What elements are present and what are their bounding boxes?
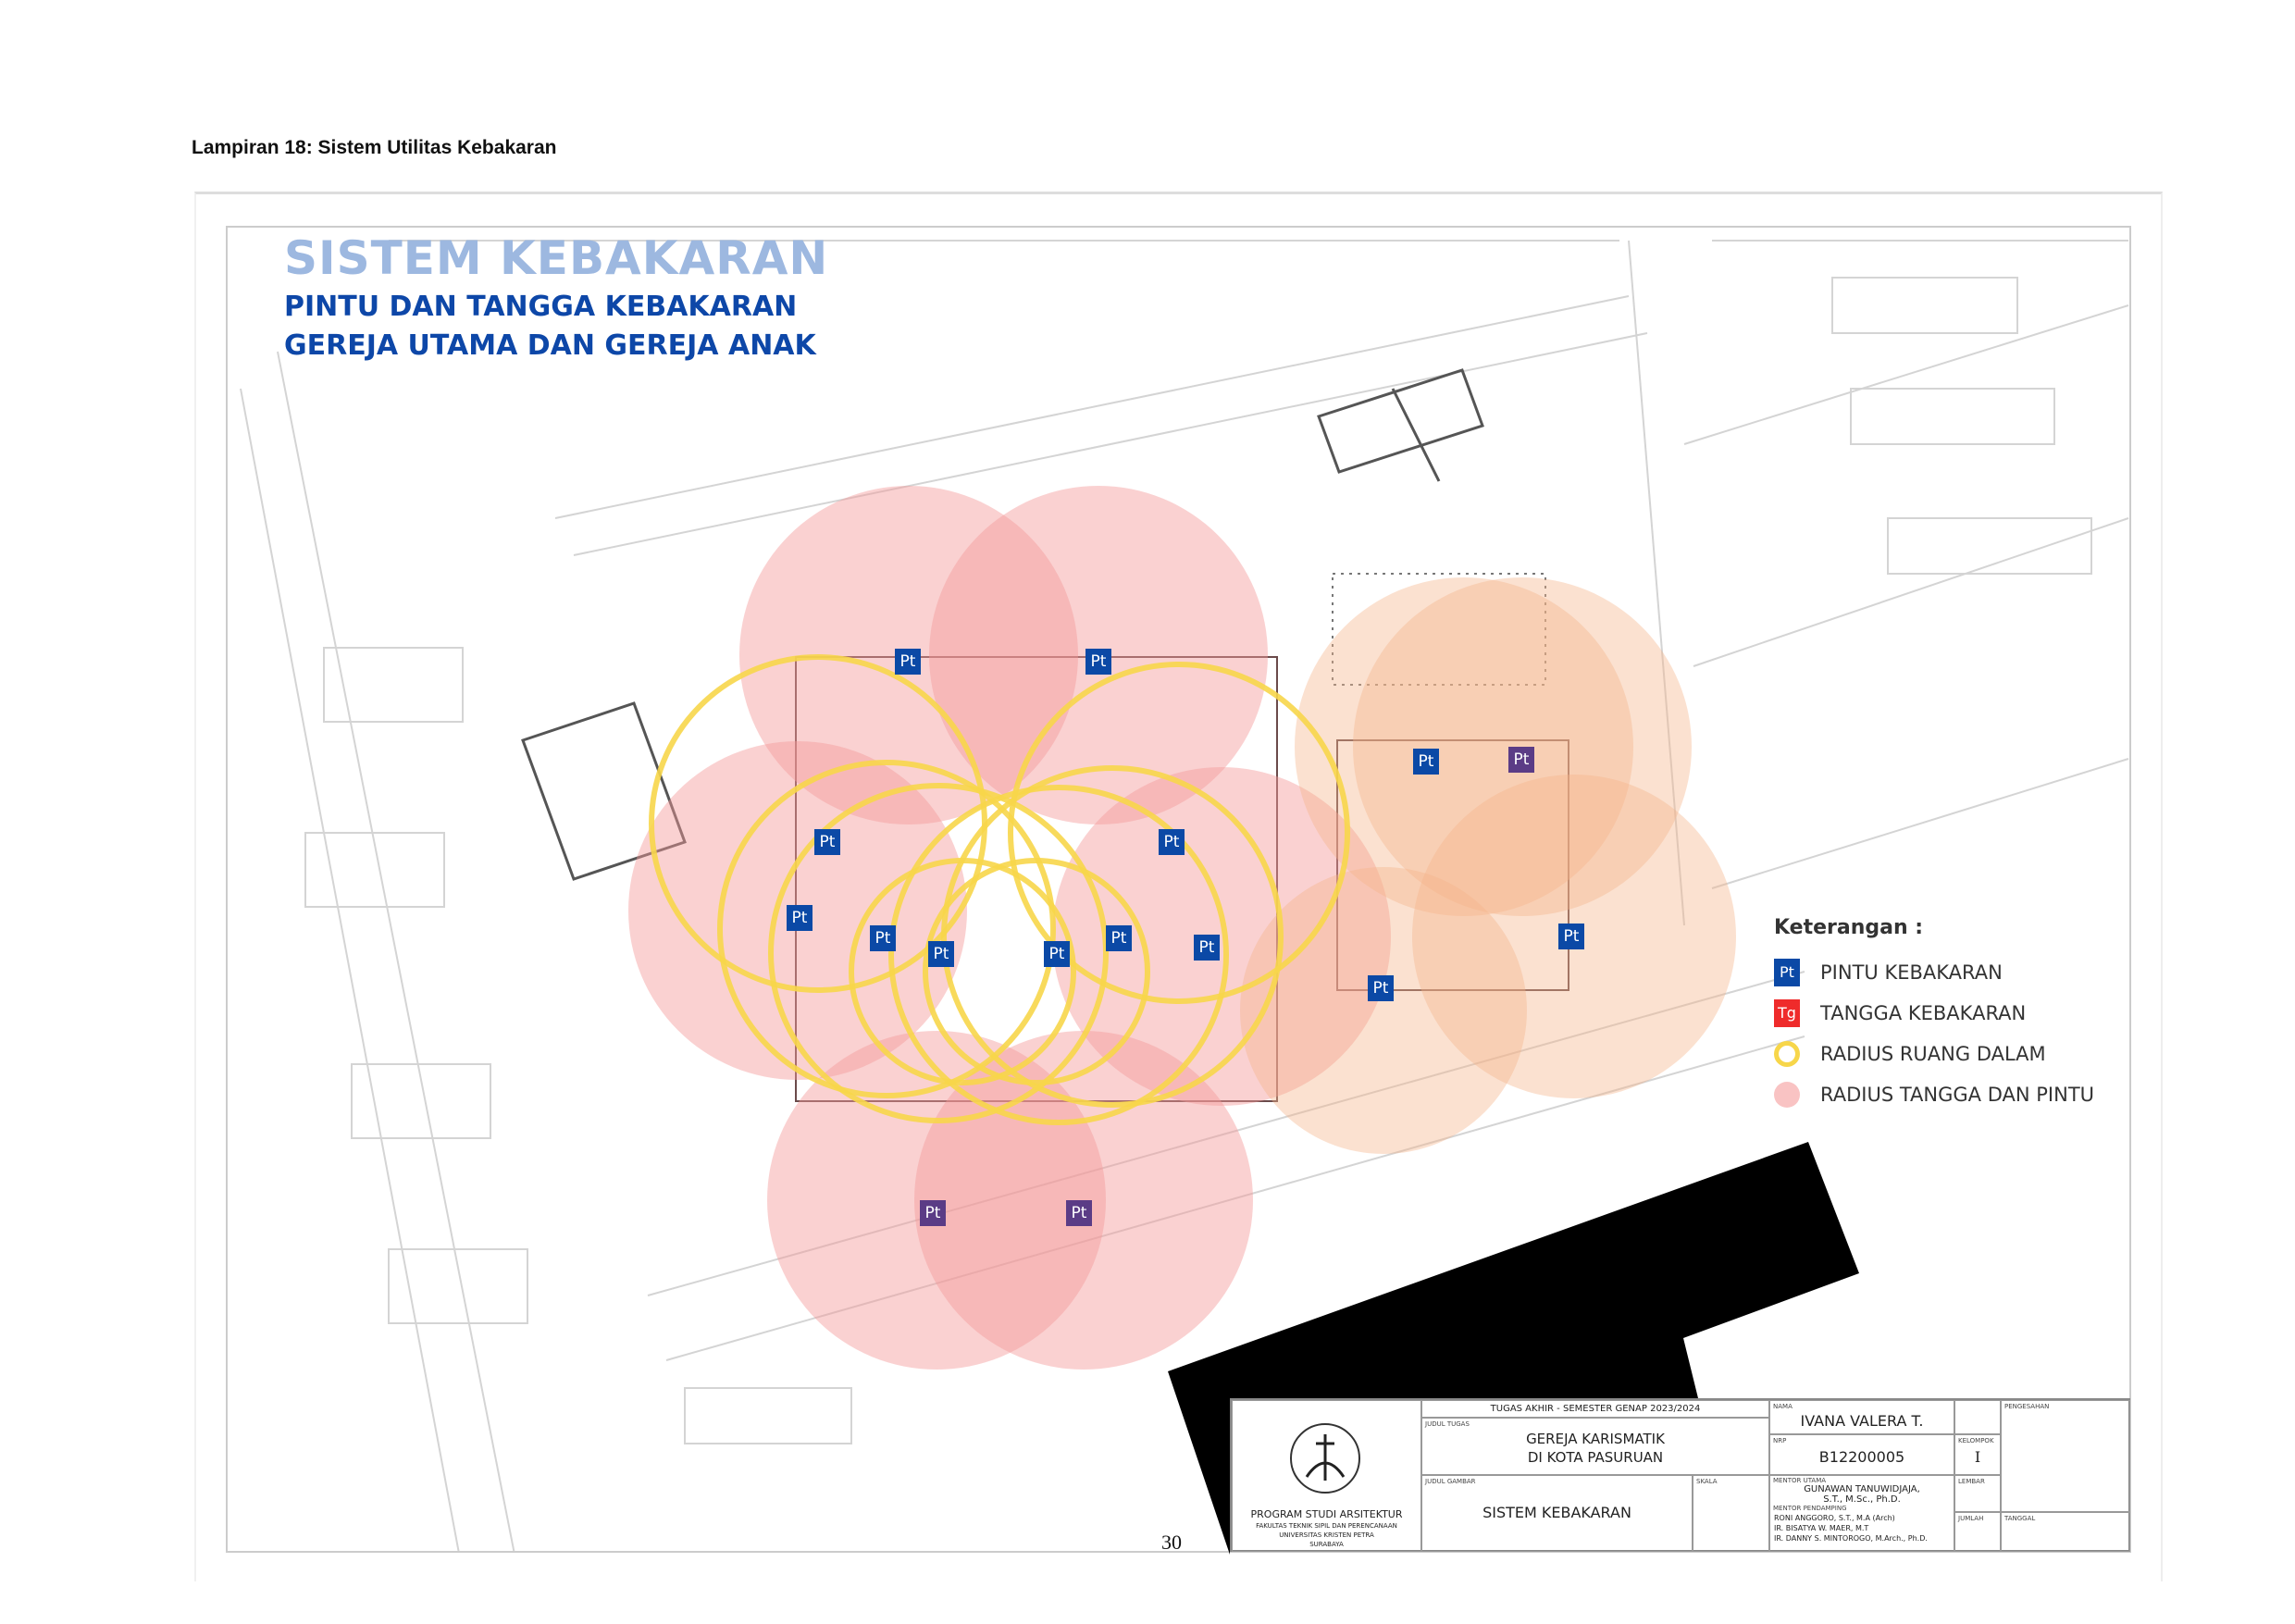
field-label: LEMBAR	[1958, 1478, 1985, 1485]
field-label: JUMLAH	[1958, 1515, 1984, 1522]
student-name: IVANA VALERA T.	[1800, 1412, 1924, 1430]
yellow-radius-ring	[888, 785, 1229, 1125]
semester-cell: TUGAS AKHIR - SEMESTER GENAP 2023/2024	[1421, 1400, 1769, 1418]
legend-label: RADIUS RUANG DALAM	[1820, 1043, 2046, 1065]
yellow-radius-ring	[1008, 662, 1350, 1004]
title-block: PROGRAM STUDI ARSITEKTUR FAKULTAS TEKNIK…	[1230, 1398, 2130, 1552]
legend: Keterangan : Pt PINTU KEBAKARAN Tg TANGGA …	[1774, 916, 2094, 1115]
field-label: NRP	[1773, 1437, 1787, 1444]
field-label: PENGESAHAN	[2004, 1403, 2050, 1410]
yellow-radius-ring	[717, 760, 1056, 1098]
jumlah-cell: JUMLAH	[1954, 1512, 2001, 1552]
pengesahan-cell: PENGESAHAN	[2001, 1400, 2130, 1512]
university-logo	[1290, 1423, 1360, 1494]
logo-cell: PROGRAM STUDI ARSITEKTUR FAKULTAS TEKNIK…	[1232, 1400, 1421, 1552]
fire-door-marker: Pt	[1368, 975, 1394, 1001]
judul-gambar-cell: JUDUL GAMBAR SISTEM KEBAKARAN	[1421, 1475, 1693, 1552]
nrp-cell: NRP B12200005	[1769, 1434, 1954, 1475]
prodi-text: PROGRAM STUDI ARSITEKTUR	[1250, 1508, 1403, 1520]
legend-label: TANGGA KEBAKARAN	[1820, 1002, 2027, 1024]
field-label: JUDUL TUGAS	[1425, 1420, 1470, 1428]
fire-door-marker: Pt	[920, 1200, 946, 1226]
field-label: SKALA	[1696, 1478, 1718, 1485]
drawing-title: SISTEM KEBAKARAN	[1482, 1504, 1631, 1521]
field-label: MENTOR PENDAMPING	[1773, 1505, 1847, 1512]
field-label: TANGGAL	[2004, 1515, 2036, 1522]
door-icon: Pt	[1774, 959, 1800, 986]
field-label: NAMA	[1773, 1403, 1793, 1410]
field-label: KELOMPOK	[1958, 1437, 1994, 1444]
skala-cell: SKALA	[1693, 1475, 1769, 1552]
page-number: 30	[1161, 1531, 1182, 1554]
background-linework	[240, 240, 2129, 1551]
tanggal-cell: TANGGAL	[2001, 1512, 2130, 1552]
yellow-radius-ring	[941, 765, 1284, 1108]
legend-item-door: Pt PINTU KEBAKARAN	[1774, 952, 2094, 993]
stair-icon: Tg	[1774, 999, 1800, 1027]
project-title-1: GEREJA KARISMATIK	[1526, 1431, 1665, 1447]
ghost-title: SISTEM KEBAKARAN	[284, 231, 829, 285]
page-frame	[194, 192, 2163, 1581]
legend-label: RADIUS TANGGA DAN PINTU	[1820, 1084, 2095, 1106]
group-number: I	[1974, 1448, 1981, 1466]
sheet-title-line-1: PINTU DAN TANGGA KEBAKARAN	[284, 291, 798, 323]
mentor-assist: IR. DANNY S. MINTOROGO, M.Arch., Ph.D.	[1774, 1534, 1928, 1543]
door-stair-radius-zones	[628, 486, 1736, 1370]
fire-door-marker: Pt	[1508, 747, 1534, 773]
semester-text: TUGAS AKHIR - SEMESTER GENAP 2023/2024	[1490, 1404, 1701, 1414]
fire-door-marker: Pt	[1558, 924, 1584, 949]
fire-door-marker: Pt	[870, 925, 896, 951]
yellow-radius-ring	[849, 858, 1076, 1085]
yellow-ring-icon	[1774, 1041, 1800, 1067]
fire-door-marker: Pt	[895, 649, 921, 675]
legend-item-door-radius: RADIUS TANGGA DAN PINTU	[1774, 1074, 2094, 1115]
page-caption: Lampiran 18: Sistem Utilitas Kebakaran	[192, 137, 557, 158]
fire-door-marker: Pt	[1413, 749, 1439, 775]
kelompok-cell: KELOMPOK I	[1954, 1434, 2001, 1475]
mentor-main-2: S.T., M.Sc., Ph.D.	[1823, 1494, 1901, 1505]
fire-door-marker: Pt	[1194, 935, 1220, 961]
inner-radius-rings	[649, 654, 1350, 1125]
yellow-radius-ring	[768, 783, 1109, 1123]
fire-door-marker: Pt	[1085, 649, 1111, 675]
legend-label: PINTU KEBAKARAN	[1820, 961, 2003, 984]
pink-disc-icon	[1774, 1082, 1800, 1108]
drawing-frame	[226, 226, 2131, 1553]
mentor-cell: MENTOR UTAMA GUNAWAN TANUWIDJAJA, S.T., …	[1769, 1475, 1954, 1552]
student-id: B12200005	[1818, 1448, 1905, 1466]
mentor-assist: RONI ANGGORO, S.T., M.A (Arch)	[1774, 1514, 1895, 1522]
univ-text: UNIVERSITAS KRISTEN PETRA	[1279, 1531, 1374, 1539]
nama-cell: NAMA IVANA VALERA T.	[1769, 1400, 1954, 1434]
legend-item-inner-radius: RADIUS RUANG DALAM	[1774, 1034, 2094, 1074]
orange-radius-circle	[1295, 577, 1633, 916]
fakultas-text: FAKULTAS TEKNIK SIPIL DAN PERENCANAAN	[1256, 1522, 1397, 1530]
judul-tugas-cell: JUDUL TUGAS GEREJA KARISMATIK DI KOTA PA…	[1421, 1418, 1769, 1475]
fire-door-marker: Pt	[1106, 925, 1132, 951]
fire-door-marker: Pt	[1159, 829, 1185, 855]
yellow-radius-ring	[923, 858, 1150, 1085]
blank-cell	[1954, 1400, 2001, 1434]
field-label: JUDUL GAMBAR	[1425, 1478, 1476, 1485]
fire-door-marker: Pt	[814, 829, 840, 855]
fire-door-marker: Pt	[928, 941, 954, 967]
fire-door-marker: Pt	[1044, 941, 1070, 967]
legend-item-stair: Tg TANGGA KEBAKARAN	[1774, 993, 2094, 1034]
mentor-main-1: GUNAWAN TANUWIDJAJA,	[1804, 1484, 1920, 1494]
sheet-title-line-2: GEREJA UTAMA DAN GEREJA ANAK	[284, 329, 816, 362]
fire-door-marker: Pt	[1066, 1200, 1092, 1226]
project-title-2: DI KOTA PASURUAN	[1527, 1449, 1664, 1466]
mentor-assist: IR. BISATYA W. MAER, M.T	[1774, 1524, 1869, 1532]
neighbor-building-mass	[1168, 1142, 1859, 1555]
fire-door-marker: Pt	[787, 905, 813, 931]
city-text: SURABAYA	[1309, 1541, 1344, 1548]
legend-title: Keterangan :	[1774, 916, 1924, 939]
field-label: MENTOR UTAMA	[1773, 1477, 1827, 1484]
lembar-cell: LEMBAR	[1954, 1475, 2001, 1512]
